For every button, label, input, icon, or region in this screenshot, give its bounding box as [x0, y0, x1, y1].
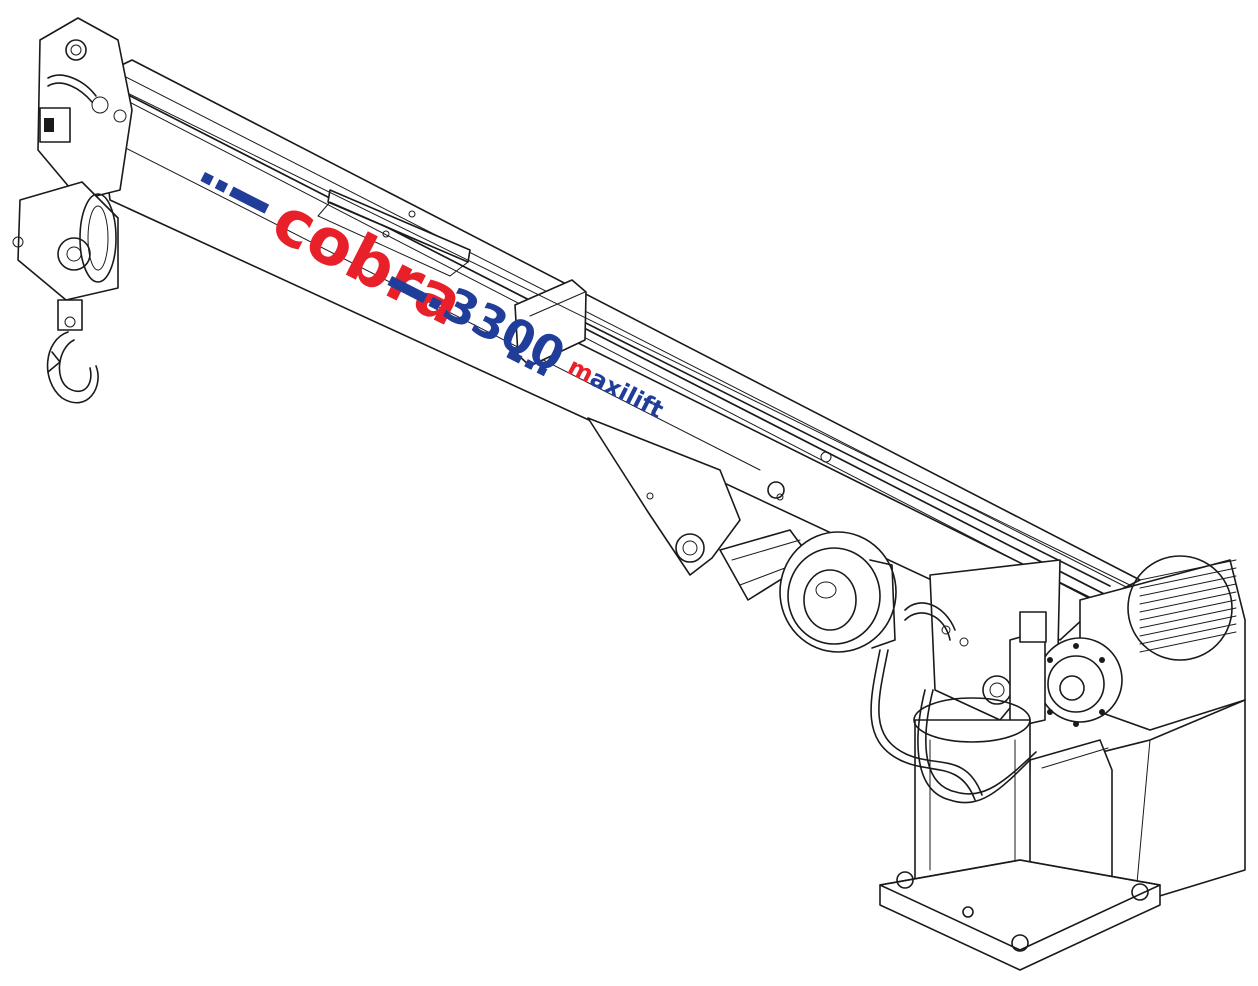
motor-housing [1027, 699, 1246, 906]
decal-stripe-6 [506, 350, 523, 364]
hydraulic-hoses [870, 602, 1037, 804]
decal-stripe-8 [536, 365, 548, 377]
decal-stripe-3 [228, 186, 270, 214]
winch [1009, 555, 1246, 731]
hook-block [12, 181, 119, 404]
pedestal [879, 697, 1161, 971]
lift-bracket [587, 417, 785, 576]
boom-head [37, 17, 133, 201]
decal-stripe-5 [428, 296, 442, 311]
decal-stripe-2 [214, 179, 229, 193]
decal-stripe-7 [524, 359, 535, 370]
slew-drive [779, 531, 897, 653]
boom [94, 59, 1141, 641]
decal-stripe-1 [200, 172, 214, 186]
decal-stripe-4 [387, 276, 428, 304]
